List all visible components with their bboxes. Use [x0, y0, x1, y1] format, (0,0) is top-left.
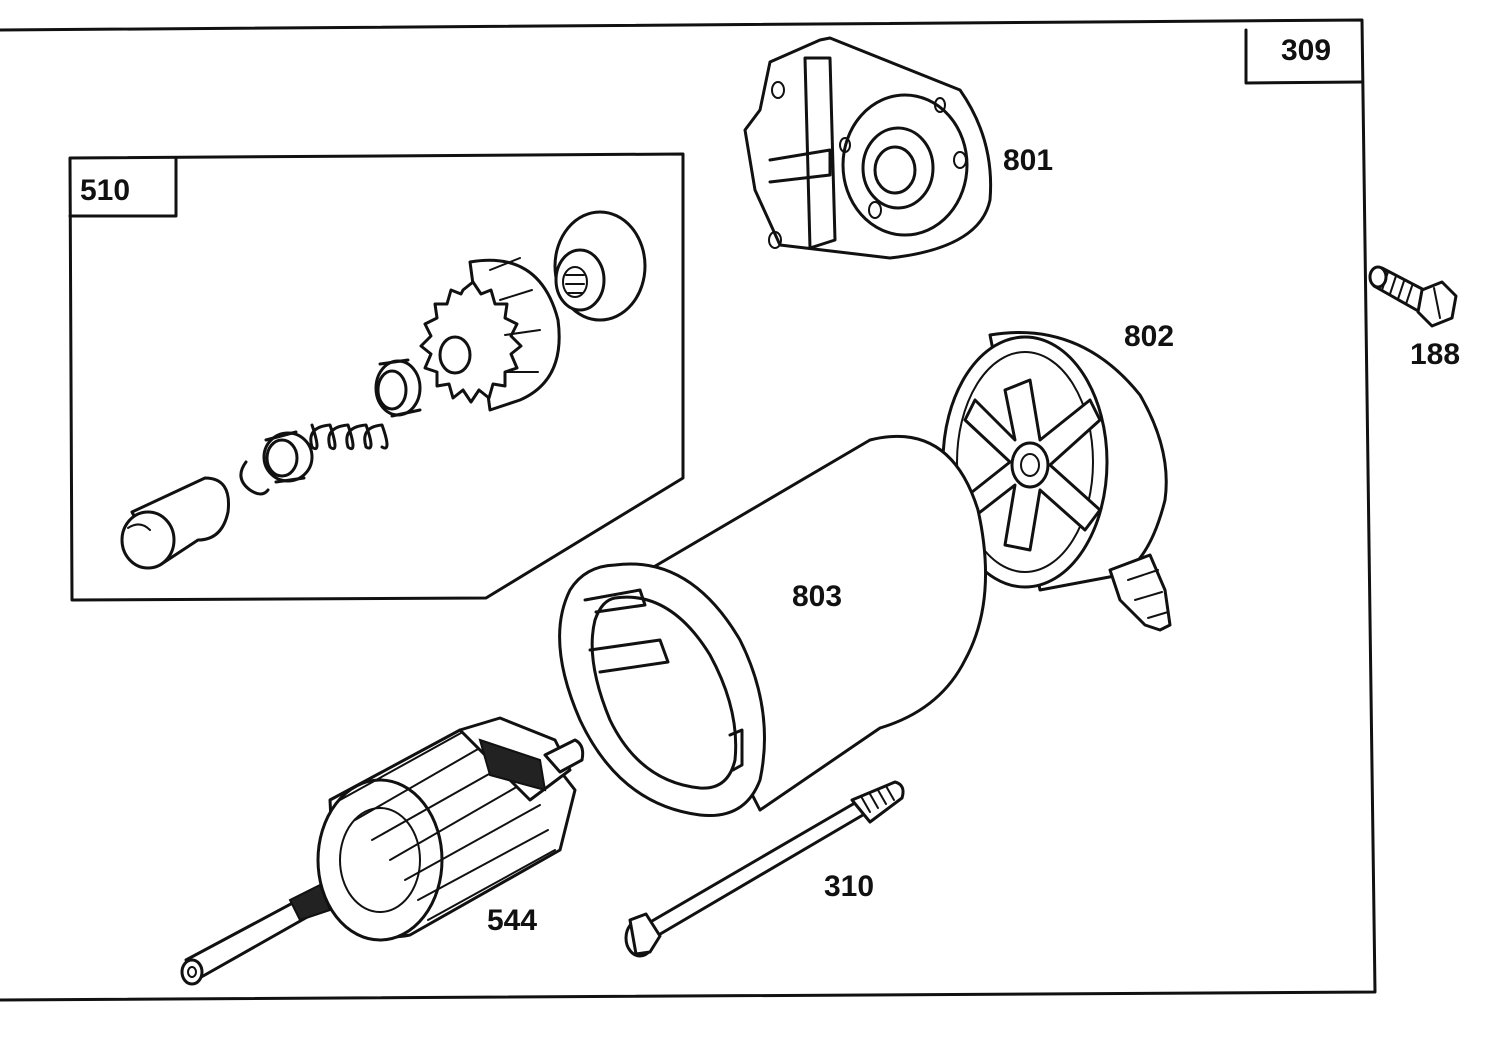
outer-frame — [0, 18, 1377, 1002]
stop-nut-washer — [553, 210, 647, 322]
commutator-end-cap — [941, 331, 1172, 632]
label-801: 801 — [1003, 144, 1053, 177]
inset-box-510: 510 — [68, 152, 685, 602]
stop-collar — [262, 430, 314, 484]
assembly-label: 309 — [1281, 34, 1331, 67]
drive-end-cap — [743, 36, 993, 260]
through-bolt — [624, 780, 905, 958]
label-544: 544 — [487, 904, 537, 937]
pinion-gear — [419, 257, 561, 412]
label-188: 188 — [1410, 338, 1460, 371]
inset-label: 510 — [80, 174, 130, 207]
label-802: 802 — [1124, 320, 1174, 353]
assembly-label-box: 309 — [1244, 28, 1364, 85]
label-803: 803 — [792, 580, 842, 613]
anti-drift-spring — [309, 423, 389, 451]
pinion-sleeve — [120, 476, 231, 570]
spring-retainer — [374, 358, 422, 418]
hex-bolt — [1368, 265, 1458, 328]
motor-housing — [558, 434, 988, 818]
armature — [180, 716, 585, 986]
retaining-ring — [239, 460, 270, 496]
label-310: 310 — [824, 870, 874, 903]
